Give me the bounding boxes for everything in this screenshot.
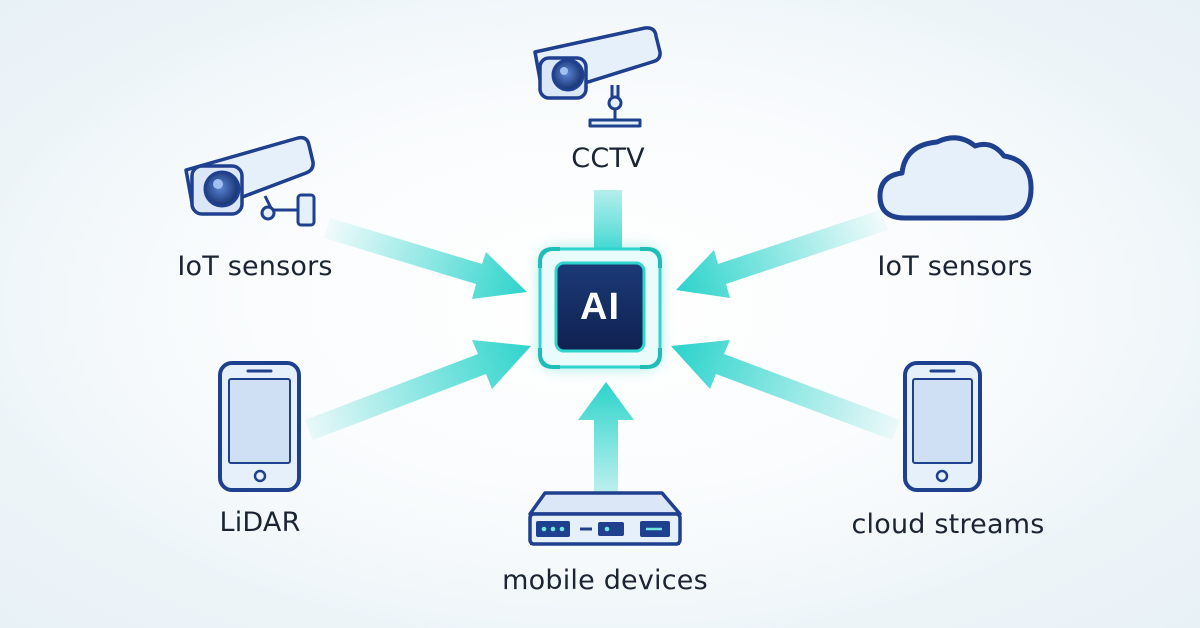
label-mobile-devices: mobile devices bbox=[502, 565, 708, 596]
smartphone-icon-left bbox=[218, 361, 301, 492]
cctv-camera-icon-left bbox=[184, 135, 316, 227]
cctv-camera-icon bbox=[533, 26, 662, 128]
ai-chip-label: AI bbox=[580, 286, 620, 328]
arrow-from-lower-left bbox=[305, 340, 531, 440]
arrow-from-bottom bbox=[578, 382, 634, 500]
label-lidar: LiDAR bbox=[219, 507, 301, 538]
cloud-icon bbox=[877, 135, 1034, 221]
ai-chip bbox=[538, 246, 662, 370]
connector-from-top bbox=[594, 190, 622, 252]
network-device-icon bbox=[528, 491, 682, 546]
label-cloud-streams: cloud streams bbox=[851, 509, 1045, 540]
arrow-from-lower-right bbox=[671, 340, 900, 440]
label-iot-sensors-right: IoT sensors bbox=[877, 251, 1033, 282]
smartphone-icon-right bbox=[903, 361, 982, 492]
arrow-from-upper-left bbox=[324, 218, 527, 299]
arrow-from-upper-right bbox=[676, 210, 888, 298]
label-iot-sensors-left: IoT sensors bbox=[177, 251, 333, 282]
label-cctv: CCTV bbox=[571, 143, 645, 174]
